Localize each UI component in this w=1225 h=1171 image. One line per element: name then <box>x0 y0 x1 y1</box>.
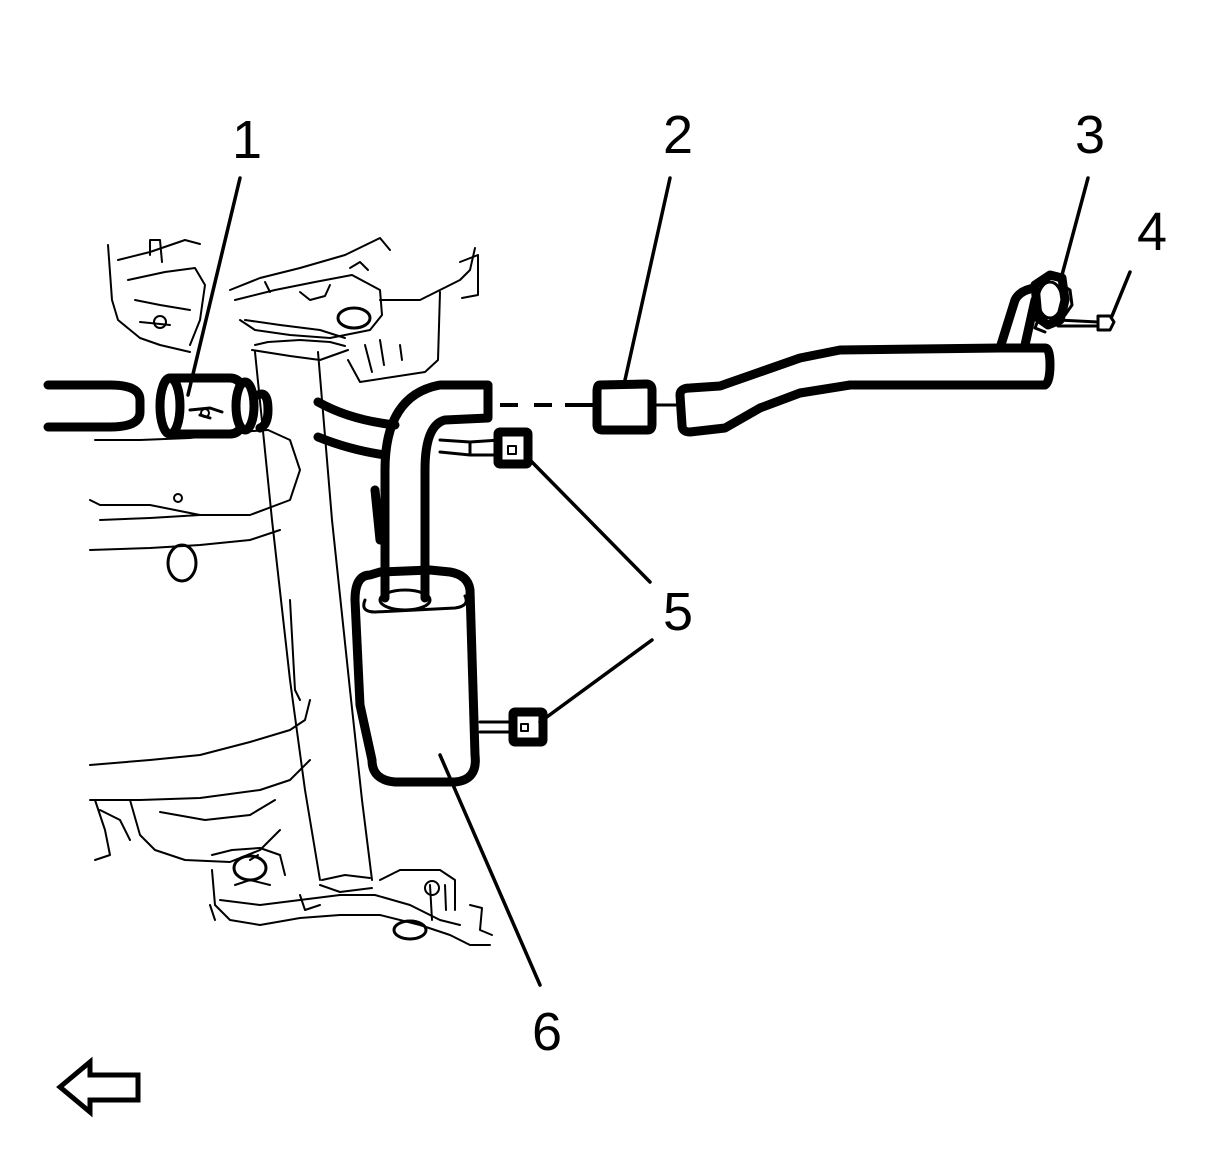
exhaust-clamp <box>155 373 259 439</box>
left-arrow-icon <box>56 1056 141 1118</box>
exhaust-parts <box>43 270 1116 787</box>
upper-exhaust-hanger <box>438 427 533 469</box>
leader-5b <box>538 638 654 724</box>
leader-6 <box>438 753 542 987</box>
callout-2: 2 <box>663 105 693 165</box>
leader-3 <box>1060 176 1090 277</box>
exhaust-hangers <box>313 397 400 545</box>
vehicle-underbody <box>89 237 493 946</box>
lower-exhaust-hanger <box>478 707 548 747</box>
tailpipe-clamp <box>592 379 657 435</box>
leader-5a <box>528 458 652 584</box>
intermediate-pipe-left <box>253 389 273 433</box>
leader-1 <box>186 176 242 397</box>
hanger-bolt <box>1056 314 1116 332</box>
muffler-inlet-pipe <box>380 380 493 590</box>
callout-labels: 1 2 3 4 5 6 <box>232 105 1167 1062</box>
callout-1: 1 <box>232 110 262 170</box>
front-exhaust-pipe <box>43 380 145 432</box>
callout-6: 6 <box>532 1002 562 1062</box>
callout-3: 3 <box>1075 105 1105 165</box>
tailpipe-hanger-bracket <box>1030 270 1074 334</box>
leader-4 <box>1110 270 1132 318</box>
leader-lines <box>186 176 1132 987</box>
leader-2 <box>623 176 672 382</box>
tailpipe <box>675 283 1055 437</box>
callout-5: 5 <box>663 582 693 642</box>
rear-muffler <box>350 565 480 787</box>
callout-4: 4 <box>1137 202 1167 262</box>
